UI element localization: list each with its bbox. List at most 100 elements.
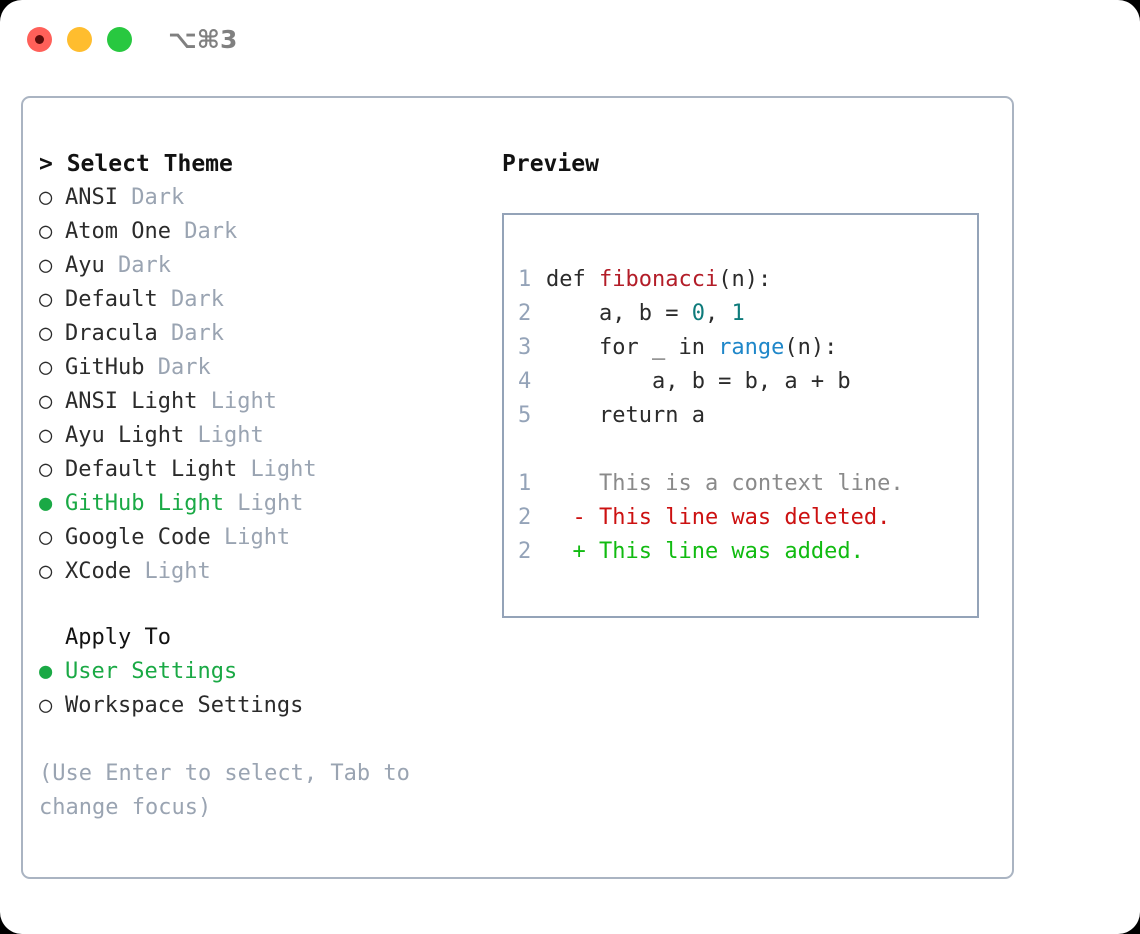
theme-option-label: XCode	[65, 559, 132, 584]
diff-line-text-del: - This line was deleted.	[546, 505, 891, 530]
theme-option-atom-one[interactable]: ○ Atom One Dark	[39, 215, 484, 249]
code-token-num: 0	[691, 301, 705, 326]
preview-title: Preview	[502, 151, 599, 177]
traffic-light-group	[27, 26, 132, 52]
theme-option-ayu-light[interactable]: ○ Ayu Light Light	[39, 419, 484, 453]
theme-option-ansi[interactable]: ○ ANSI Dark	[39, 181, 484, 215]
maximize-button-icon[interactable]	[107, 26, 132, 52]
code-line-number: 3	[518, 335, 532, 360]
diff-line-text-add: + This line was added.	[546, 539, 864, 564]
code-token-plain: return a	[546, 403, 705, 428]
theme-option-variant-tag: Dark	[184, 219, 238, 244]
diff-line: 1 This is a context line.	[518, 467, 977, 501]
theme-option-label: Ayu	[65, 253, 105, 278]
code-line: 4 a, b = b, a + b	[518, 365, 977, 399]
code-token-num: 1	[731, 301, 745, 326]
diff-sample: 1 This is a context line.2 - This line w…	[518, 467, 977, 569]
code-token-plain: for _ in	[546, 335, 719, 360]
code-line: 3 for _ in range(n):	[518, 331, 977, 365]
code-token-plain: ,	[704, 301, 732, 326]
code-token-call: range	[718, 335, 785, 360]
radio-unselected-icon: ○	[39, 321, 53, 346]
radio-unselected-icon: ○	[39, 287, 53, 312]
theme-option-default-light[interactable]: ○Default Light Light	[39, 453, 484, 487]
code-line-number: 2	[518, 301, 532, 326]
minimize-button-icon[interactable]	[67, 26, 92, 52]
code-line: 1 def fibonacci(n):	[518, 263, 977, 297]
code-line-number: 5	[518, 403, 532, 428]
apply-to-option-user-settings[interactable]: ● User Settings	[39, 655, 484, 689]
code-line: 2 a, b = 0, 1	[518, 297, 977, 331]
focus-caret-icon: >	[39, 151, 67, 177]
radio-unselected-icon: ○	[39, 423, 53, 448]
theme-option-ansi-light[interactable]: ○ ANSI Light Light	[39, 385, 484, 419]
theme-option-list: ○ANSI Dark○Atom One Dark○Ayu Dark○Defaul…	[39, 181, 484, 589]
apply-to-option-label: User Settings	[65, 659, 238, 684]
theme-option-google-code[interactable]: ○ Google Code Light	[39, 521, 484, 555]
theme-option-variant-tag: Dark	[157, 355, 211, 380]
code-line-number: 1	[518, 267, 532, 292]
radio-unselected-icon: ○	[39, 253, 53, 278]
close-button-icon[interactable]	[27, 26, 52, 52]
apply-to-option-workspace-settings[interactable]: ○Workspace Settings	[39, 689, 484, 723]
theme-option-github[interactable]: ○ GitHub Dark	[39, 351, 484, 385]
theme-option-default[interactable]: ○ Default Dark	[39, 283, 484, 317]
theme-option-ayu[interactable]: ○ Ayu Dark	[39, 249, 484, 283]
radio-selected-icon: ●	[39, 659, 53, 684]
theme-option-variant-tag: Light	[197, 423, 264, 448]
apply-to-title: Apply To	[65, 625, 171, 650]
diff-line: 2 - This line was deleted.	[518, 501, 977, 535]
theme-option-variant-tag: Light	[210, 389, 277, 414]
diff-line-number: 1	[518, 471, 532, 496]
code-line: 5 return a	[518, 399, 977, 433]
code-token-fn: fibonacci	[598, 267, 719, 292]
theme-option-label: Default	[65, 287, 158, 312]
code-token-plain: def	[546, 267, 599, 292]
keyboard-shortcut-label: ⌥⌘3	[168, 24, 238, 54]
theme-option-variant-tag: Dark	[131, 185, 185, 210]
theme-option-label: Atom One	[65, 219, 171, 244]
theme-option-variant-tag: Dark	[118, 253, 171, 278]
theme-option-xcode[interactable]: ○XCode Light	[39, 555, 484, 589]
theme-option-variant-tag: Dark	[170, 287, 224, 312]
theme-picker-panel: > Select Theme ○ANSI Dark○Atom One Dark○…	[39, 147, 484, 825]
theme-option-variant-tag: Dark	[170, 321, 224, 346]
diff-line-text-ctx: This is a context line.	[546, 471, 904, 496]
radio-unselected-icon: ○	[39, 559, 53, 584]
theme-option-variant-tag: Light	[237, 491, 304, 516]
diff-line-number: 2	[518, 539, 532, 564]
theme-picker-title: > Select Theme	[39, 147, 484, 181]
apply-to-option-list: ● User Settings ○Workspace Settings	[39, 655, 484, 723]
theme-option-label: GitHub	[65, 355, 145, 380]
theme-option-label: Google Code	[65, 525, 211, 550]
radio-unselected-icon: ○	[39, 355, 53, 380]
diff-line-number: 2	[518, 505, 532, 530]
theme-option-label: Dracula	[65, 321, 158, 346]
radio-selected-icon: ●	[39, 491, 53, 516]
theme-picker-title-label: Select Theme	[66, 151, 233, 177]
theme-option-label: ANSI	[65, 185, 118, 210]
radio-unselected-icon: ○	[39, 389, 53, 414]
theme-option-label: ANSI Light	[65, 389, 198, 414]
keyboard-hint-text: (Use Enter to select, Tab to change focu…	[39, 761, 410, 820]
section-spacer	[39, 589, 484, 621]
theme-option-variant-tag: Light	[250, 457, 317, 482]
code-token-plain: (n):	[718, 267, 772, 292]
theme-option-label: GitHub Light	[65, 491, 224, 516]
code-line-number: 4	[518, 369, 532, 394]
code-token-plain: a, b = b, a + b	[546, 369, 851, 394]
radio-unselected-icon: ○	[39, 185, 53, 210]
theme-option-variant-tag: Light	[223, 525, 291, 550]
radio-unselected-icon: ○	[39, 693, 53, 718]
theme-option-github-light[interactable]: ● GitHub Light Light	[39, 487, 484, 521]
theme-option-label: Ayu Light	[65, 423, 185, 448]
diff-line: 2 + This line was added.	[518, 535, 977, 569]
theme-option-dracula[interactable]: ○ Dracula Dark	[39, 317, 484, 351]
title-bar: ⌥⌘3	[0, 0, 1140, 78]
radio-unselected-icon: ○	[39, 525, 53, 550]
radio-unselected-icon: ○	[39, 219, 53, 244]
